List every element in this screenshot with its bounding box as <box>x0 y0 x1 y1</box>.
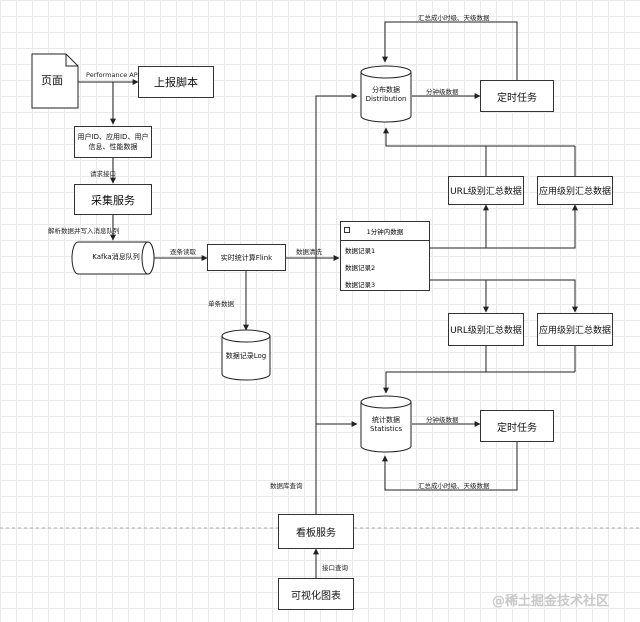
distribution-node: 分布数据 Distribution <box>361 86 411 104</box>
app-summary-bottom-label: 应用级别汇总数据 <box>538 326 611 336</box>
minute-top-label: 分钟级数据 <box>426 88 459 96</box>
flink-label: 实时统计算Flink <box>220 253 273 262</box>
collect-service-label: 采集服务 <box>91 193 135 207</box>
watermark: @稀土掘金技术社区 <box>492 594 610 609</box>
timer-task-top-label: 定时任务 <box>497 92 537 104</box>
timer-task-top-node: 定时任务 <box>480 80 554 112</box>
user-info-label: 用户ID、应用ID、用户信息、性能数据 <box>77 133 149 151</box>
url-summary-bottom-node: URL级别汇总数据 <box>448 313 524 346</box>
panel-row-label: 数据记录2 <box>345 263 376 272</box>
url-summary-top-node: URL级别汇总数据 <box>448 176 524 205</box>
data-cleaning-label: 数据清洗 <box>296 248 322 256</box>
timer-task-bottom-node: 定时任务 <box>480 410 554 442</box>
log-node: 数据记录Log <box>222 352 270 361</box>
statistics-cylinder-shape <box>360 395 412 453</box>
panel-row-label: 数据记录3 <box>345 280 376 289</box>
page-node: 页面 <box>34 62 70 98</box>
visual-chart-label: 可视化图表 <box>291 590 341 602</box>
performance-api-label: Performance API <box>86 71 140 79</box>
url-summary-top-label: URL级别汇总数据 <box>450 187 522 197</box>
collect-service-node: 采集服务 <box>74 184 152 215</box>
statistics-label-cn: 统计数据 <box>372 416 400 424</box>
panel-square-icon <box>344 227 350 233</box>
page-doc-shape <box>31 53 79 109</box>
page-label: 页面 <box>41 74 63 87</box>
parse-push-label: 解析数据并写入消息队列 <box>48 227 120 235</box>
minute-data-panel-title: 1分钟内数据 <box>366 228 404 236</box>
statistics-label-en: Statistics <box>370 425 402 433</box>
minute-data-panel-header: 1分钟内数据 <box>341 222 429 241</box>
panel-row: 数据记录2 <box>341 258 429 275</box>
app-summary-top-label: 应用级别汇总数据 <box>538 187 611 197</box>
dashboard-service-label: 看板服务 <box>296 528 336 539</box>
bottom-loop-label: 汇总成小时级、天级数据 <box>418 482 490 490</box>
report-script-label: 上报脚本 <box>154 76 198 89</box>
panel-row-label: 数据记录1 <box>345 246 376 255</box>
kafka-cylinder-shape <box>71 241 155 275</box>
data-query-label: 数据库查询 <box>270 482 303 490</box>
user-info-node: 用户ID、应用ID、用户信息、性能数据 <box>74 126 152 158</box>
request-api-label: 请求接口 <box>90 170 116 178</box>
top-loop-label: 汇总成小时级、天级数据 <box>418 14 490 22</box>
url-summary-bottom-label: URL级别汇总数据 <box>450 326 522 336</box>
panel-row: 数据记录3 <box>341 275 429 292</box>
distribution-cylinder-shape <box>360 65 412 123</box>
app-summary-bottom-node: 应用级别汇总数据 <box>537 313 613 346</box>
distribution-label-en: Distribution <box>365 95 407 103</box>
visual-chart-node: 可视化图表 <box>278 578 354 610</box>
minute-data-panel: 1分钟内数据 数据记录1 数据记录2 数据记录3 <box>340 221 430 291</box>
statistics-node: 统计数据 Statistics <box>361 416 411 434</box>
api-query-label: 接口查询 <box>322 564 348 572</box>
panel-row: 数据记录1 <box>341 241 429 258</box>
flink-node: 实时统计算Flink <box>207 244 286 271</box>
single-data-label: 单条数据 <box>208 300 234 308</box>
log-label: 数据记录Log <box>225 352 267 360</box>
kafka-node: Kafka消息队列 <box>80 253 152 262</box>
kafka-label: Kafka消息队列 <box>92 253 140 261</box>
minute-bottom-label: 分钟级数据 <box>426 416 459 424</box>
report-script-node: 上报脚本 <box>138 66 214 98</box>
timer-task-bottom-label: 定时任务 <box>497 422 537 434</box>
app-summary-top-node: 应用级别汇总数据 <box>537 176 613 205</box>
per-record-label: 逐条读取 <box>170 248 196 256</box>
distribution-label-cn: 分布数据 <box>372 86 400 94</box>
dashboard-service-node: 看板服务 <box>278 514 354 549</box>
log-cylinder-shape <box>221 329 271 381</box>
